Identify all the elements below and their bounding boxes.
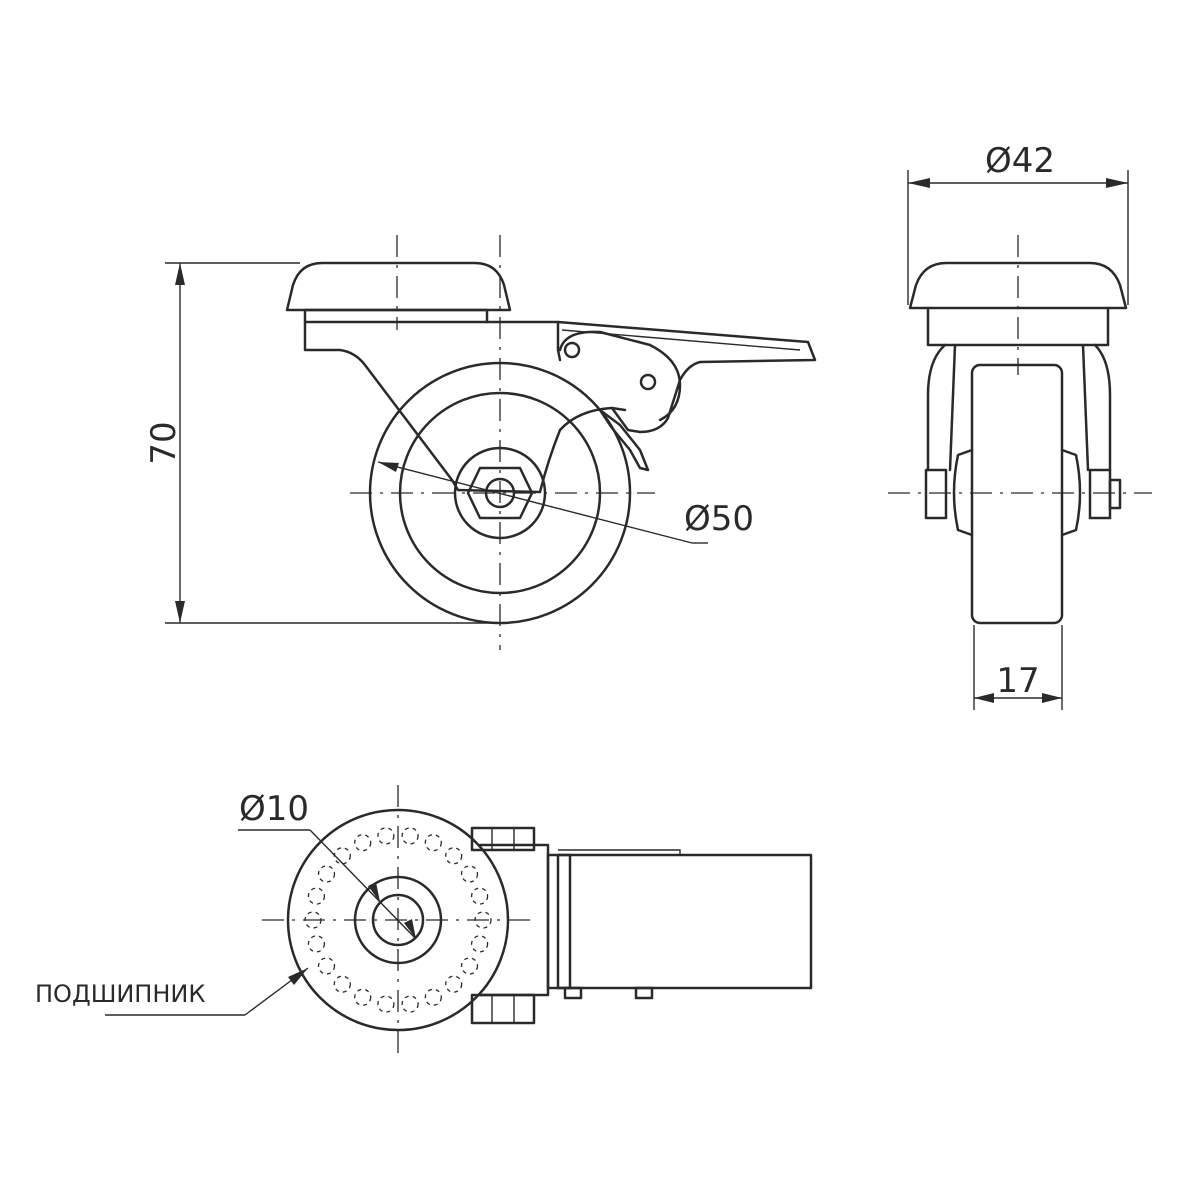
- bearing-ball: [460, 957, 479, 975]
- side-view: Ø42 17: [888, 141, 1152, 710]
- front-fork-top-edge: [485, 320, 562, 362]
- dim-10-leader: [309, 829, 417, 940]
- bearing-ball: [333, 847, 351, 865]
- bearing-ball: [317, 957, 336, 975]
- side-wheel: [970, 363, 1064, 625]
- front-fork: [303, 320, 627, 494]
- bearing-ball: [354, 988, 372, 1006]
- dim-70-arrow-top: [175, 263, 185, 285]
- bearing-ball: [307, 887, 326, 905]
- side-bolt-end: [1108, 478, 1122, 510]
- dim-70-text: 70: [144, 421, 184, 464]
- bearing-ball: [377, 995, 395, 1013]
- top-bolt-lower: [470, 993, 536, 1025]
- top-fork-body: [546, 853, 813, 990]
- top-fork-lip: [558, 849, 681, 855]
- bearing-balls: [304, 827, 492, 1013]
- bearing-ball: [424, 834, 442, 852]
- dim-17-text: 17: [996, 661, 1039, 701]
- top-tab-1: [563, 986, 583, 1000]
- bearing-ball: [307, 935, 326, 953]
- dim-42-arrow-left: [908, 178, 930, 188]
- bearing-ball: [401, 995, 419, 1013]
- bearing-ball: [377, 827, 395, 845]
- bearing-ball: [317, 865, 336, 883]
- side-fork-right-inner: [1081, 343, 1090, 472]
- side-fork-left: [926, 343, 947, 472]
- bearing-ball: [333, 975, 351, 993]
- front-brake-hinge: [558, 330, 682, 422]
- front-axle-nut: [466, 466, 534, 520]
- bearing-ball: [470, 887, 489, 905]
- side-hub-right: [1060, 448, 1082, 537]
- side-nut-left: [924, 468, 948, 520]
- front-rivet-lower: [639, 373, 657, 391]
- bearing-ball: [445, 975, 463, 993]
- front-top-plate: [285, 261, 512, 312]
- bearing-ball: [460, 865, 479, 883]
- dim-50-arrow-left: [378, 462, 399, 472]
- side-hub-left: [952, 448, 974, 537]
- bearing-ball: [470, 935, 489, 953]
- dim-42-arrow-right: [1106, 178, 1128, 188]
- top-view: Ø10 ПОДШИПНИК: [35, 785, 813, 1058]
- dim-50-line: [377, 461, 693, 544]
- dim-42-text: Ø42: [985, 141, 1055, 181]
- side-swivel-body: [926, 306, 1110, 347]
- bearing-ball: [354, 834, 372, 852]
- dim-10-text: Ø10: [239, 789, 309, 829]
- top-fork-inner: [556, 853, 572, 990]
- side-fork-right: [1093, 343, 1112, 472]
- bearing-ball: [445, 847, 463, 865]
- side-nut-right: [1088, 468, 1112, 520]
- front-rivet-upper: [563, 341, 581, 359]
- side-fork-left-inner: [948, 343, 957, 472]
- dim-10-arrow-a: [368, 882, 380, 902]
- bearing-ball: [401, 827, 419, 845]
- dim-17-arrow-left: [974, 693, 994, 703]
- front-brake-lever: [556, 320, 817, 434]
- bearing-leader-arrow: [288, 968, 308, 985]
- dim-70-arrow-bottom: [175, 601, 185, 623]
- side-top-plate: [908, 261, 1128, 310]
- top-tab-2: [634, 986, 654, 1000]
- dim-50-text: Ø50: [684, 499, 754, 539]
- bearing-ball: [424, 988, 442, 1006]
- dim-17-arrow-right: [1042, 693, 1062, 703]
- front-view: 70 Ø50: [144, 235, 817, 650]
- bearing-label: ПОДШИПНИК: [35, 980, 205, 1008]
- top-bolt-hole: [371, 893, 425, 947]
- front-swivel-ring: [303, 308, 489, 324]
- dim-10-arrow-b: [404, 919, 416, 939]
